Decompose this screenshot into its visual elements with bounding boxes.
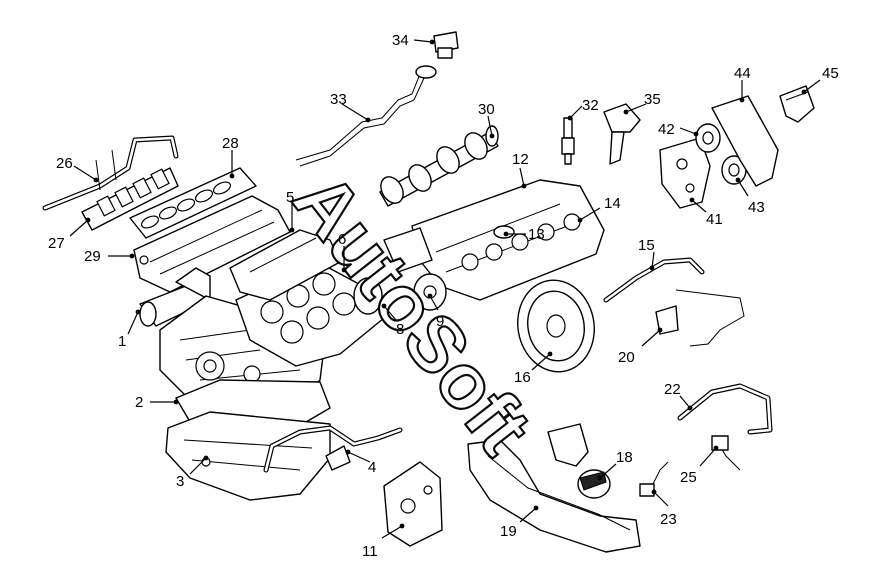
callout-label: 3 <box>176 473 184 490</box>
mount-bracket <box>547 423 589 467</box>
callout-43: 43 <box>735 177 765 216</box>
callout-3: 3 <box>176 455 209 490</box>
callout-20: 20 <box>618 327 663 366</box>
callout-label: 12 <box>512 151 529 168</box>
part-4-pipe <box>263 425 403 473</box>
callout-26: 26 <box>56 155 99 183</box>
callout-label: 32 <box>582 97 599 114</box>
callout-30: 30 <box>478 101 495 139</box>
part-33-tube <box>295 65 437 167</box>
callout-4: 4 <box>345 449 376 476</box>
part-30-camshaft <box>379 125 499 207</box>
callout-label: 5 <box>286 189 294 206</box>
callout-label: 27 <box>48 235 65 252</box>
callout-16: 16 <box>514 351 553 386</box>
callout-22: 22 <box>664 381 693 411</box>
callout-label: 30 <box>478 101 495 118</box>
callout-19: 19 <box>500 505 539 540</box>
callout-label: 2 <box>135 394 143 411</box>
callout-label: 41 <box>706 211 723 228</box>
callout-label: 28 <box>222 135 239 152</box>
callout-label: 9 <box>436 313 444 330</box>
callout-45: 45 <box>801 65 839 95</box>
part-35-coil <box>603 103 641 165</box>
part-5-cover <box>229 229 341 301</box>
callout-label: 4 <box>368 459 376 476</box>
callouts: 1 2 3 4 5 6 8 9 <box>48 32 839 560</box>
timing-parts <box>353 227 447 315</box>
part-44-cover <box>711 95 779 187</box>
part-11-bracket <box>383 461 443 547</box>
part-45-cap <box>779 85 815 123</box>
callout-12: 12 <box>512 151 529 189</box>
callout-label: 18 <box>616 449 633 466</box>
callout-label: 13 <box>528 226 545 243</box>
callout-29: 29 <box>84 248 135 265</box>
callout-label: 34 <box>392 32 409 49</box>
callout-label: 44 <box>734 65 751 82</box>
part-26-bracket <box>42 135 179 211</box>
callout-label: 43 <box>748 199 765 216</box>
callout-label: 29 <box>84 248 101 265</box>
part-16-flywheel <box>517 279 595 373</box>
callout-label: 8 <box>396 321 404 338</box>
callout-label: 35 <box>644 91 661 108</box>
callout-label: 14 <box>604 195 621 212</box>
callout-label: 45 <box>822 65 839 82</box>
part-22-pipe <box>677 383 773 435</box>
part-15-hose <box>603 257 705 303</box>
callout-label: 22 <box>664 381 681 398</box>
callout-label: 23 <box>660 511 677 528</box>
callout-label: 26 <box>56 155 73 172</box>
part-27-gasket <box>81 167 179 231</box>
part-34-cap <box>433 31 459 59</box>
callout-6: 6 <box>338 231 347 273</box>
callout-14: 14 <box>577 195 621 223</box>
callout-5: 5 <box>286 189 295 233</box>
callout-33: 33 <box>330 91 371 123</box>
engine-parts <box>42 31 815 553</box>
part-42-pulley <box>695 123 721 153</box>
callout-1: 1 <box>118 309 141 350</box>
callout-label: 25 <box>680 469 697 486</box>
callout-42: 42 <box>658 121 699 138</box>
callout-34: 34 <box>392 32 435 49</box>
part-25-sensor <box>711 435 741 471</box>
callout-label: 15 <box>638 237 655 254</box>
callout-label: 11 <box>362 543 378 560</box>
callout-label: 16 <box>514 369 531 386</box>
callout-label: 6 <box>338 231 346 248</box>
callout-27: 27 <box>48 217 91 252</box>
part-28-gasket <box>129 167 257 239</box>
callout-23: 23 <box>651 489 677 528</box>
callout-label: 33 <box>330 91 347 108</box>
callout-label: 1 <box>118 333 126 350</box>
callout-28: 28 <box>222 135 239 179</box>
part-20-harness <box>655 289 745 347</box>
callout-32: 32 <box>567 97 599 121</box>
callout-25: 25 <box>680 445 719 486</box>
part-14-valve-cover <box>411 179 605 301</box>
callout-15: 15 <box>638 237 655 271</box>
callout-18: 18 <box>597 449 633 481</box>
part-19-crossmember <box>467 439 641 553</box>
callout-8: 8 <box>381 303 404 338</box>
part-32-spark-plug <box>561 117 575 165</box>
callout-11: 11 <box>362 523 405 560</box>
callout-35: 35 <box>623 91 661 115</box>
callout-label: 20 <box>618 349 635 366</box>
part-43-pulley <box>721 155 747 185</box>
callout-2: 2 <box>135 394 179 411</box>
part-29-manifold <box>133 195 291 293</box>
callout-44: 44 <box>734 65 751 103</box>
callout-label: 42 <box>658 121 675 138</box>
callout-9: 9 <box>427 293 444 330</box>
callout-13: 13 <box>503 226 545 243</box>
callout-41: 41 <box>689 197 723 228</box>
callout-label: 19 <box>500 523 517 540</box>
part-3-oil-pan <box>165 411 331 501</box>
